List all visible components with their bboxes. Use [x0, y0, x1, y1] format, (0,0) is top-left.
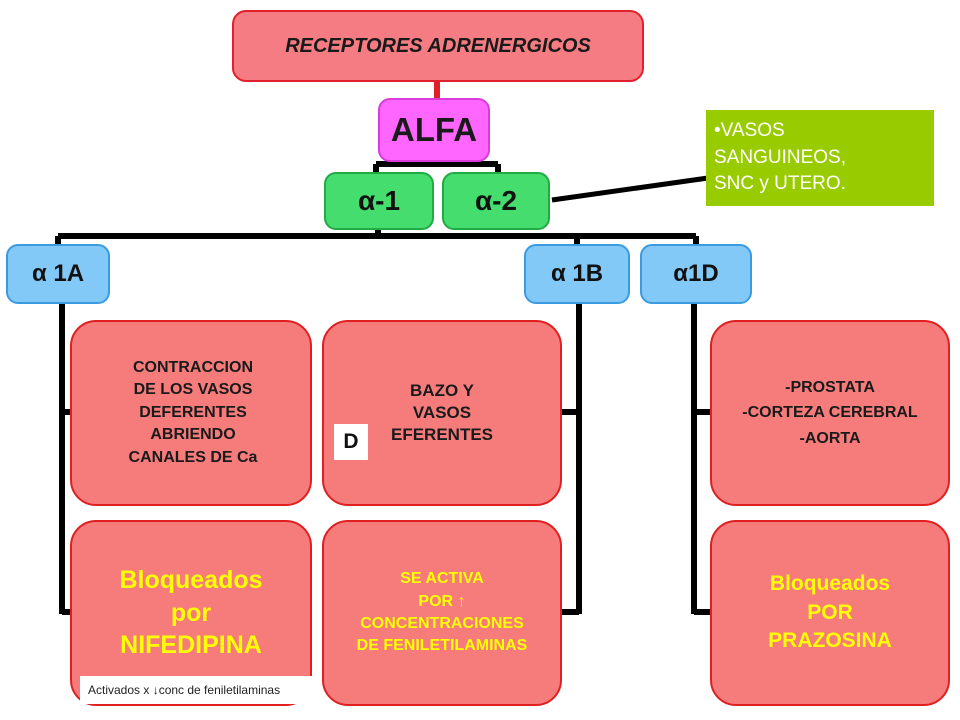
a1a-function-box: CONTRACCION DE LOS VASOS DEFERENTES ABRI…: [70, 320, 312, 506]
a1b-location-box: BAZO Y VASOS EFERENTES: [322, 320, 562, 506]
a1a-function-text: CONTRACCION DE LOS VASOS DEFERENTES ABRI…: [128, 359, 258, 466]
root-node-receptores: RECEPTORES ADRENERGICOS: [232, 10, 644, 82]
a1b-activation-box: SE ACTIVA POR ↑ CONCENTRACIONES DE FENIL…: [322, 520, 562, 706]
d-letter: D: [343, 430, 359, 453]
alfa-node: ALFA: [378, 98, 490, 162]
note-text: •VASOS SANGUINEOS, SNC y UTERO.: [714, 120, 846, 195]
d-letter-overlay: D: [334, 424, 368, 460]
a1d-blocker-text: Bloqueados POR PRAZOSINA: [768, 572, 892, 653]
alpha2-label: α-2: [474, 185, 518, 216]
a1a-blocker-box: Bloqueados por NIFEDIPINA: [70, 520, 312, 706]
alpha1a-label: α 1A: [31, 260, 85, 287]
root-label: RECEPTORES ADRENERGICOS: [285, 34, 591, 57]
a1b-activation-text: SE ACTIVA POR ↑ CONCENTRACIONES DE FENIL…: [356, 570, 528, 655]
alpha2-location-note: •VASOS SANGUINEOS, SNC y UTERO.: [706, 110, 934, 206]
a1d-location-box: -PROSTATA -CORTEZA CEREBRAL -AORTA: [710, 320, 950, 506]
footnote-activated: Activados x ↓conc de feniletilaminas: [80, 676, 316, 704]
a1a-blocker-text: Bloqueados por NIFEDIPINA: [119, 566, 263, 660]
a1d-blocker-box: Bloqueados POR PRAZOSINA: [710, 520, 950, 706]
a1b-location-text: BAZO Y VASOS EFERENTES: [390, 380, 494, 445]
alpha1a-node: α 1A: [6, 244, 110, 304]
alpha1d-label: α1D: [673, 260, 719, 287]
alpha2-node: α-2: [442, 172, 550, 230]
alpha1-label: α-1: [357, 185, 401, 216]
alfa-label: ALFA: [390, 111, 478, 148]
footnote-text: Activados x ↓conc de feniletilaminas: [88, 683, 281, 697]
alpha1d-node: α1D: [640, 244, 752, 304]
alpha1-node: α-1: [324, 172, 434, 230]
alpha1b-label: α 1B: [550, 260, 604, 287]
alpha1b-node: α 1B: [524, 244, 630, 304]
a1d-location-text: -PROSTATA -CORTEZA CEREBRAL -AORTA: [742, 378, 918, 447]
